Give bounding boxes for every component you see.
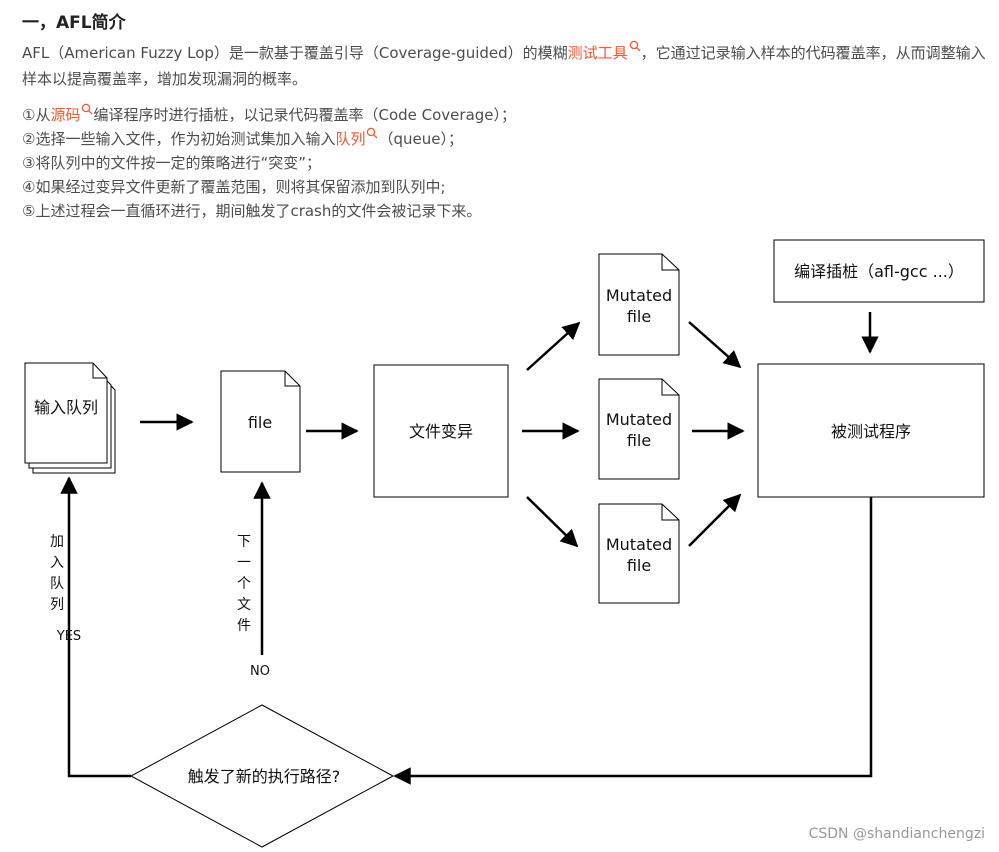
mutated-3-line2: file	[627, 556, 651, 575]
mutated-2-line1: Mutated	[606, 410, 672, 429]
step-item: ⑤上述过程会一直循环进行，期间触发了crash的文件会被记录下来。	[22, 199, 516, 223]
add-queue-char: 队	[50, 576, 64, 592]
next-file-char: 一	[237, 555, 251, 571]
step-text: ④如果经过变异文件更新了覆盖范围，则将其保留添加到队列中;	[22, 178, 446, 196]
no-label: NO	[250, 664, 270, 679]
arrow-mutate-to-m3	[526, 496, 579, 548]
file-doc	[220, 370, 301, 473]
section-heading: 一，AFL简介	[22, 13, 126, 33]
add-queue-char: 列	[50, 597, 64, 613]
step-item: ①从源码编译程序时进行插桩，以记录代码覆盖率（Code Coverage）；	[22, 103, 516, 127]
decision-label: 触发了新的执行路径?	[188, 767, 341, 786]
mutate-label: 文件变异	[409, 422, 473, 441]
arrow-m1-to-target	[688, 321, 742, 369]
mutated-1-line2: file	[627, 307, 651, 326]
yes-label: YES	[56, 629, 81, 644]
step-item: ③将队列中的文件按一定的策略进行“突变”；	[22, 151, 516, 175]
next-file-char: 个	[237, 576, 251, 592]
compile-box	[773, 239, 985, 303]
target-label: 被测试程序	[831, 422, 911, 441]
queue-label: 输入队列	[34, 398, 98, 417]
search-icon[interactable]	[366, 127, 378, 139]
arrow-m3-to-target	[688, 493, 742, 547]
next-file-char: 件	[237, 618, 251, 634]
decision-diamond	[129, 704, 395, 848]
mutated-doc-1	[598, 253, 680, 356]
arrow-mutate-to-m1	[526, 321, 581, 371]
step-text: （queue）；	[378, 130, 463, 148]
add-queue-char: 加	[50, 534, 64, 550]
step-text: ③将队列中的文件按一定的策略进行“突变”；	[22, 154, 321, 172]
mutate-box	[373, 364, 509, 498]
link-source-code[interactable]: 源码	[50, 106, 81, 124]
mutated-2-line2: file	[627, 431, 651, 450]
step-item: ②选择一些输入文件，作为初始测试集加入输入队列 （queue）；	[22, 127, 516, 151]
next-file-char: 下	[237, 534, 251, 550]
queue-doc-front	[24, 362, 108, 464]
watermark: CSDN @shandianchengzi	[808, 826, 985, 842]
arrow-target-to-decision	[393, 497, 873, 785]
compile-label: 编译插桩（afl-gcc ...）	[794, 262, 964, 281]
step-text: ②选择一些输入文件，作为初始测试集加入输入	[22, 130, 336, 148]
link-queue[interactable]: 队列	[335, 130, 366, 148]
step-text: ⑤上述过程会一直循环进行，期间触发了crash的文件会被记录下来。	[22, 202, 482, 220]
link-test-tool[interactable]: 测试工具	[567, 44, 628, 62]
arrow-decision-yes-to-queue	[60, 476, 131, 778]
intro-text-1: AFL（American Fuzzy Lop）是一款基于覆盖引导（Coverag…	[22, 44, 568, 62]
intro-text-2: ，它通过记录输入样本的代码覆盖率，从而调整输入样本以提高覆盖率，增加发现漏洞的概…	[22, 44, 986, 88]
target-program-box	[757, 363, 985, 498]
mutated-3-line1: Mutated	[606, 535, 672, 554]
file-label: file	[248, 413, 272, 432]
steps-list: ①从源码编译程序时进行插桩，以记录代码覆盖率（Code Coverage）； ②…	[22, 103, 516, 223]
mutated-1-line1: Mutated	[606, 286, 672, 305]
add-queue-char: 入	[50, 555, 64, 571]
mutated-doc-2	[598, 378, 680, 480]
step-item: ④如果经过变异文件更新了覆盖范围，则将其保留添加到队列中;	[22, 175, 516, 199]
intro-paragraph: AFL（American Fuzzy Lop）是一款基于覆盖引导（Coverag…	[22, 40, 987, 92]
step-text: ①从	[22, 106, 51, 124]
search-icon[interactable]	[81, 103, 93, 115]
next-file-char: 文	[237, 597, 251, 613]
search-icon[interactable]	[629, 40, 641, 52]
mutated-doc-3	[598, 503, 680, 604]
afl-flow-diagram: 输入队列 file 文件变异 Mutated file Mutated file…	[24, 239, 985, 848]
step-text: 编译程序时进行插桩，以记录代码覆盖率（Code Coverage）；	[93, 106, 517, 124]
